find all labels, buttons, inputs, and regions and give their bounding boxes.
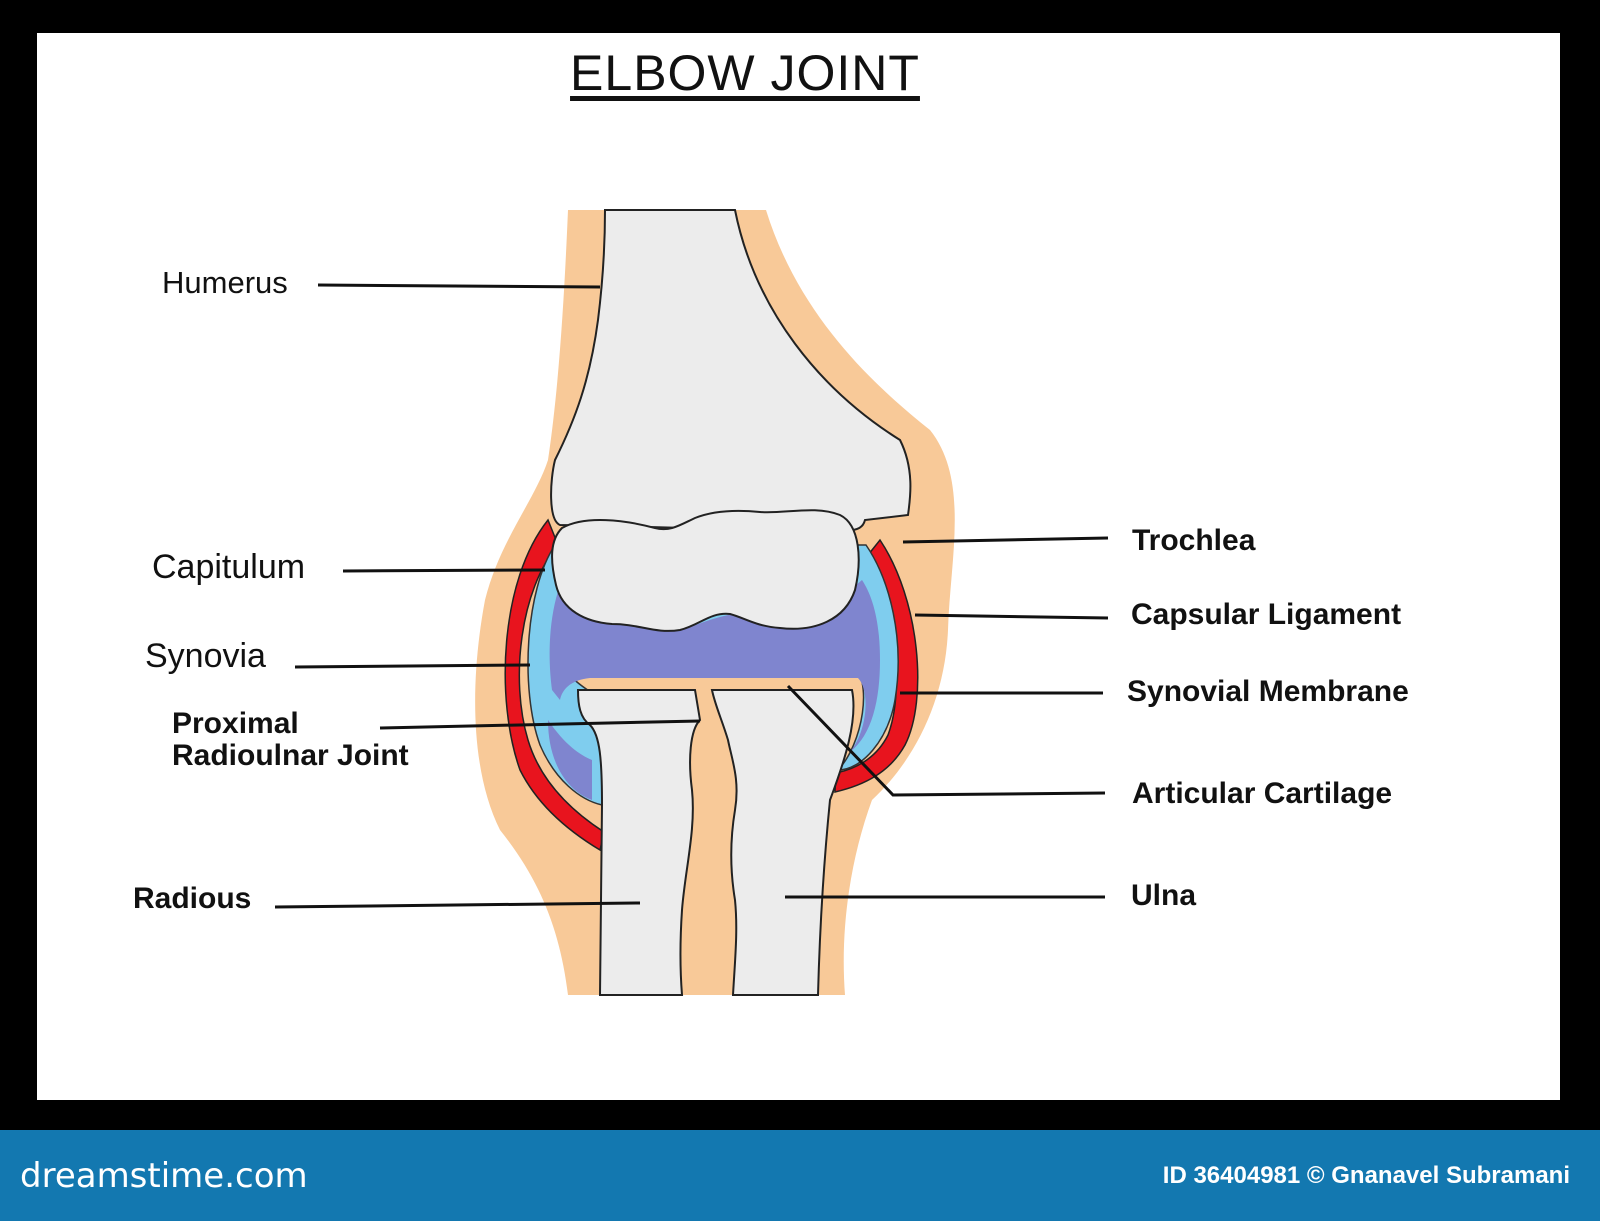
label-trochlea: Trochlea (1132, 524, 1256, 557)
label-capitulum: Capitulum (152, 548, 306, 586)
elbow-joint-diagram (274, 209, 1109, 996)
leader-lines (274, 283, 1109, 909)
leader-capsular-ligament (914, 613, 1109, 620)
label-articular-cartilage: Articular Cartilage (1132, 777, 1393, 810)
leader-humerus (317, 283, 601, 289)
label-synovial-membrane: Synovial Membrane (1127, 675, 1409, 708)
label-radioulnar-joint: Radioulnar Joint (172, 739, 409, 772)
synovia-fluid-lower (548, 720, 592, 800)
label-proximal: Proximal (172, 707, 299, 740)
label-ulna: Ulna (1131, 879, 1197, 912)
page-title: ELBOW JOINT (570, 45, 920, 101)
image-credit: ID 36404981 © Gnanavel Subramani (1162, 1162, 1570, 1189)
brand-logo: dreamstime.com (20, 1156, 308, 1196)
label-radious: Radious (133, 882, 252, 915)
leader-capitulum (342, 568, 546, 573)
humerus-condyle (551, 509, 860, 632)
footer-bar: dreamstime.com ID 36404981 © Gnanavel Su… (0, 1130, 1600, 1221)
label-synovia: Synovia (145, 637, 266, 675)
radius-bone (576, 689, 702, 996)
leader-trochlea (902, 536, 1109, 544)
label-capsular-ligament: Capsular Ligament (1131, 598, 1402, 631)
leader-proximal-radioulnar (379, 719, 701, 730)
leader-radious (274, 901, 641, 909)
label-humerus: Humerus (162, 265, 288, 300)
leader-synovia (294, 663, 531, 669)
ulna-bone (710, 689, 855, 996)
leader-articular-cartilage (786, 684, 1106, 797)
